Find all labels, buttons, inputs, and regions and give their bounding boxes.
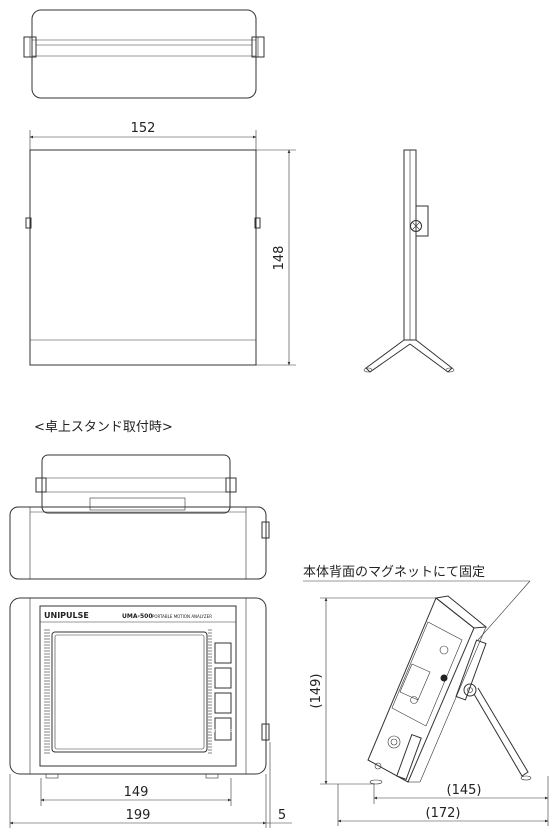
- button-start-stop-label: START STOP: [211, 729, 236, 733]
- device-model-subtitle: PORTABLE MOTION ANALYZER: [152, 614, 212, 619]
- dim-152: 152: [131, 121, 156, 136]
- magnet-note: 本体背面のマグネットにて固定: [303, 565, 531, 641]
- dim-199: 199: [126, 808, 151, 823]
- stand-side-view: [363, 149, 455, 373]
- magnet-note-text: 本体背面のマグネットにて固定: [303, 565, 485, 580]
- dim-5: 5: [278, 808, 286, 823]
- device-brand: UNIPULSE: [44, 611, 89, 620]
- dim-148: 148: [272, 246, 287, 271]
- button-cf[interactable]: C/F: [214, 642, 232, 664]
- speaker-grille-right: [208, 629, 212, 754]
- stand-front-view: 152 148: [25, 121, 296, 366]
- device-side-view: (149) (145) (172): [309, 595, 549, 826]
- device-front-view: UNIPULSE UMA-500 PORTABLE MOTION ANALYZE…: [9, 597, 292, 828]
- device-screen: [51, 631, 208, 753]
- button-save[interactable]: SAVE: [214, 692, 232, 714]
- button-cf-label: C/F: [219, 652, 228, 658]
- dim-side-149: (149): [309, 674, 324, 709]
- speaker-grille: [44, 629, 50, 754]
- button-start-stop[interactable]: START STOP: [211, 717, 236, 741]
- button-save-label: SAVE: [216, 702, 231, 708]
- stand-top-view: [23, 9, 265, 99]
- device-top-view: [9, 454, 270, 580]
- button-zero[interactable]: ZERO: [214, 667, 232, 689]
- device-model: UMA-500: [122, 613, 153, 620]
- dim-side-145: (145): [447, 783, 482, 798]
- dim-149: 149: [124, 785, 149, 800]
- button-zero-label: ZERO: [215, 677, 230, 683]
- stand-mounted-caption: <卓上スタンド取付時>: [34, 420, 173, 435]
- dim-side-172: (172): [426, 806, 461, 821]
